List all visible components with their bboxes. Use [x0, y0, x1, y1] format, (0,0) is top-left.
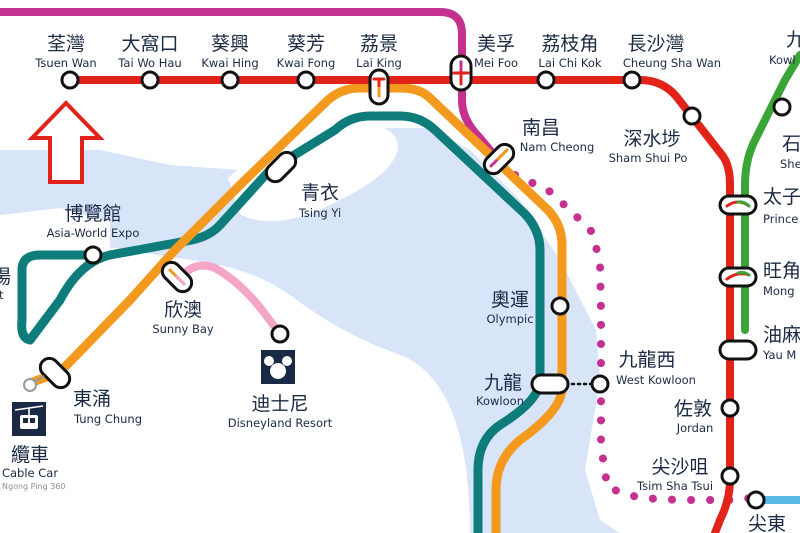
station-name-zh: 太子	[763, 186, 800, 208]
cable-car-terminus	[23, 375, 45, 392]
station-name-en: Yau M	[762, 348, 796, 362]
tuen-ma-line-dotted	[511, 171, 756, 504]
disneyland-resort-line	[176, 261, 284, 338]
station-marker-jordan[interactable]	[720, 398, 740, 418]
station-name-en: Kwai Hing	[201, 56, 258, 70]
edge-fragment-zh: 場	[0, 266, 11, 288]
station-name-en: Jordan	[676, 421, 714, 435]
station-name-zh: 深水埗	[623, 128, 680, 150]
station-marker-disneyland-resort[interactable]	[270, 324, 290, 344]
station-name-zh: 旺角	[763, 260, 800, 282]
station-name-en: Sham Shui Po	[609, 151, 688, 165]
mickey-head-icon	[261, 350, 295, 384]
station-name-en: Kowl	[769, 53, 796, 67]
interchange-mark-sunny-bay-pink	[175, 275, 186, 286]
interchange-mark-prince-edward-green	[736, 200, 751, 208]
station-name-en: Mei Foo	[474, 56, 518, 70]
station-labels: 荃灣 Tsuen Wan 大窩口 Tai Wo Hau 葵興 Kwai Hing…	[0, 29, 800, 533]
land-chek-lap-kok	[0, 208, 110, 320]
interchange-marks	[168, 60, 751, 286]
station-marker-cheung-sha-wan[interactable]	[622, 70, 642, 90]
station-name-zh: 石	[782, 133, 800, 155]
station-name-zh: 南昌	[522, 117, 560, 139]
station-name-zh: 荔枝角	[541, 33, 598, 55]
station-marker-tung-chung[interactable]	[37, 355, 74, 392]
station-name-en: Asia-World Expo	[47, 226, 140, 240]
station-marker-asia-world-expo[interactable]	[83, 245, 103, 265]
station-marker-mong-kok[interactable]	[718, 266, 758, 288]
interchange-mark-mong-kok-green	[736, 270, 751, 277]
tsuen-wan-line	[66, 76, 734, 533]
station-name-en: Cheung Sha Wan	[623, 56, 721, 70]
station-name-zh: 大窩口	[121, 33, 178, 55]
station-name-en: Tung Chung	[73, 412, 142, 426]
station-name-zh: 纜車	[11, 444, 49, 466]
station-name-zh: 東涌	[73, 388, 111, 410]
station-name-en: West Kowloon	[616, 373, 696, 387]
airport-express-line	[17, 111, 545, 533]
station-name-en: Olympic	[486, 312, 533, 326]
station-name-zh: 九	[786, 29, 800, 51]
station-name-zh: 尖東	[748, 513, 786, 533]
station-name-en: She	[780, 157, 800, 171]
station-name-en: Tsuen Wan	[34, 56, 96, 70]
station-name-en: Cable Car	[2, 466, 58, 480]
station-marker-prince-edward[interactable]	[718, 194, 758, 216]
land-tsing-yi	[228, 123, 399, 222]
station-marker-shek-kip-mei[interactable]	[772, 97, 792, 117]
station-name-en: Tsing Yi	[298, 206, 341, 220]
station-name-en: Kwai Fong	[277, 56, 336, 70]
station-name-zh: 荃灣	[47, 33, 85, 55]
station-marker-tsing-yi[interactable]	[263, 149, 300, 186]
station-marker-sham-shui-po[interactable]	[682, 106, 702, 126]
station-marker-olympic[interactable]	[550, 296, 570, 316]
station-name-en: Prince	[763, 212, 798, 226]
station-name-en: Mong	[763, 284, 795, 298]
station-marker-tsuen-wan[interactable]	[60, 70, 80, 90]
station-name-zh: 迪士尼	[251, 393, 308, 415]
edge-fragment-en: t	[0, 288, 4, 302]
station-name-zh: 葵興	[211, 33, 249, 55]
ngong-ping-caption: Ngong Ping 360	[2, 482, 65, 491]
station-marker-yau-ma-tei[interactable]	[718, 339, 758, 361]
station-name-zh: 欣澳	[164, 299, 202, 321]
station-name-zh: 油麻	[763, 324, 800, 346]
station-name-en: Sunny Bay	[152, 322, 214, 336]
station-name-zh: 尖沙咀	[651, 456, 708, 478]
station-marker-lai-chi-kok[interactable]	[536, 70, 556, 90]
station-name-zh: 九龍	[484, 372, 522, 394]
station-marker-kwai-hing[interactable]	[220, 70, 240, 90]
station-name-zh: 佐敦	[674, 398, 712, 420]
station-marker-cable-car[interactable]	[23, 378, 37, 392]
station-marker-tsim-sha-tsui[interactable]	[720, 466, 740, 486]
kwun-tong-line	[741, 51, 800, 334]
interchange-mark-nam-cheong-orange	[496, 148, 509, 161]
cable-car-icon	[12, 402, 46, 436]
station-name-zh: 荔景	[360, 33, 398, 55]
station-marker-kwai-fong[interactable]	[296, 70, 316, 90]
station-name-zh: 長沙灣	[627, 33, 684, 55]
station-name-zh: 葵芳	[287, 33, 325, 55]
station-name-en: Nam Cheong	[520, 140, 595, 154]
station-name-en: Kowloon	[476, 394, 524, 408]
station-name-zh: 美孚	[477, 33, 515, 55]
outlined-up-arrow-icon	[27, 100, 105, 184]
station-marker-tai-wo-hau[interactable]	[140, 70, 160, 90]
station-name-en: Lai King	[356, 56, 402, 70]
station-name-en: Tsim Sha Tsui	[636, 479, 713, 493]
station-name-zh: 青衣	[301, 182, 339, 204]
station-marker-east-tsim-sha-tsui[interactable]	[746, 490, 766, 510]
station-name-zh: 博覽館	[64, 203, 121, 225]
tung-chung-line	[25, 83, 567, 533]
station-name-zh: 九龍西	[618, 349, 675, 371]
station-marker-west-kowloon[interactable]	[590, 374, 610, 394]
station-name-zh: 奧運	[491, 289, 529, 311]
station-marker-kowloon[interactable]	[530, 373, 570, 395]
station-name-en: Tai Wo Hau	[117, 56, 181, 70]
station-name-en: Lai Chi Kok	[538, 56, 601, 70]
station-name-en: Disneyland Resort	[228, 416, 333, 430]
